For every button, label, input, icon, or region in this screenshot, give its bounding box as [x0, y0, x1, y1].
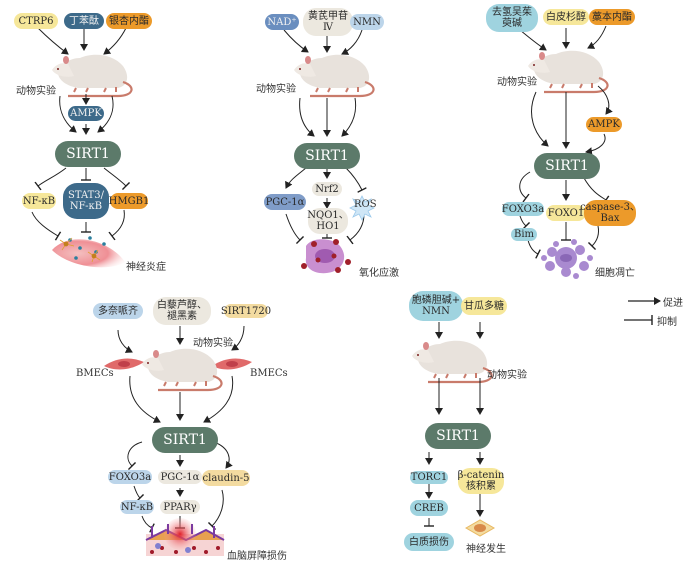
- target-foxo3a: FOXO3a: [501, 202, 545, 216]
- target-nfkb: NF-κB: [120, 500, 154, 514]
- rat-icon: [50, 53, 133, 98]
- target-stat3-nfkb: STAT3/ NF-κB: [63, 183, 109, 219]
- input-resveratrol-melatonin: 白藜芦醇、 褪黑素: [153, 297, 211, 325]
- panel-bbb: [104, 325, 252, 556]
- outcome-neuroinflammation: 神经炎症: [126, 262, 166, 273]
- target-hmgb1: HMGB1: [109, 193, 149, 209]
- bmecs-label-left: BMECs: [76, 368, 114, 379]
- rat-icon: [526, 49, 609, 94]
- panel-oxidative: [283, 29, 375, 274]
- animal-experiment-label: 动物实验: [256, 84, 296, 95]
- input-dehydroevodiamine: 去氢吴茱 萸碱: [486, 4, 538, 32]
- input-citicoline-nmn: 胞磷胆碱+ NMN: [409, 291, 463, 321]
- target-ppargamma: PPARγ: [160, 500, 200, 514]
- outcome-neurogenesis: 神经发生: [466, 544, 506, 555]
- outcome-apoptosis: 细胞凋亡: [595, 268, 635, 279]
- input-ctrp6: CTRP6: [14, 13, 58, 29]
- input-srt1720: SIRT1720: [220, 304, 272, 318]
- legend-promote-label: 促进: [663, 298, 683, 309]
- target-foxo3a: FOXO3a: [108, 470, 152, 484]
- outcome-white-matter-injury: 白质损伤: [404, 533, 454, 551]
- rat-icon: [140, 347, 223, 392]
- input-donepezil: 多奈哌齐: [93, 303, 143, 319]
- sirt1-node: SIRT1: [425, 423, 491, 449]
- animal-experiment-label: 动物实验: [497, 77, 537, 88]
- target-torc1: TORC1: [410, 471, 448, 484]
- animal-experiment-label: 动物实验: [16, 86, 56, 97]
- ros-burst-icon: [349, 195, 375, 221]
- panel-inflammation: [31, 27, 133, 268]
- input-piceatannol: 白皮杉醇: [543, 9, 589, 25]
- ampk-node: AMPK: [68, 106, 104, 121]
- target-foxo1: FOXO1: [546, 205, 586, 221]
- sirt1-node: SIRT1: [534, 153, 600, 179]
- rat-icon: [410, 339, 493, 384]
- inflammation-tissue-icon: [52, 239, 125, 268]
- input-nad: NAD⁺: [265, 14, 299, 30]
- animal-experiment-label: 动物实验: [487, 370, 527, 381]
- sirt1-node: SIRT1: [152, 427, 218, 453]
- rat-icon: [292, 53, 375, 98]
- target-nrf2: Nrf2: [312, 182, 342, 196]
- outcome-bbb-damage: 血脑屏障损伤: [227, 551, 287, 562]
- panel-white-matter: [410, 322, 496, 537]
- target-creb: CREB: [410, 500, 448, 516]
- panel-apoptosis: [519, 25, 613, 279]
- input-ginkgolide: 银杏内酯: [106, 13, 152, 29]
- target-claudin5: claudin-5: [202, 470, 250, 486]
- sirt1-node: SIRT1: [55, 141, 121, 167]
- input-astragaloside: 黄芪甲苷 Ⅳ: [303, 8, 353, 36]
- target-pgc1a: PGC-1α: [158, 470, 202, 484]
- outcome-oxidative-stress: 氧化应激: [359, 268, 399, 279]
- bmecs-label-right: BMECs: [250, 368, 288, 379]
- animal-experiment-label: 动物实验: [193, 338, 233, 349]
- input-nmn: NMN: [350, 14, 384, 30]
- legend: [624, 297, 661, 325]
- target-pgc1a: PGC-1α: [264, 194, 306, 210]
- target-caspase3-bax: caspase-3、 Bax: [580, 200, 640, 226]
- bbb-tissue-icon: [145, 518, 225, 556]
- legend-inhibit-label: 抑制: [657, 317, 677, 328]
- sirt1-node: SIRT1: [294, 143, 360, 169]
- input-ligustilide: 藁本内酯: [589, 9, 635, 25]
- input-polysaccharide: 甘瓜多糖: [461, 297, 507, 315]
- target-nfkb: NF-κB: [22, 193, 56, 209]
- target-beta-catenin: β-catenin 核积累: [457, 468, 505, 494]
- target-bim: Bim: [511, 228, 537, 241]
- input-dl3nb: 丁苯酞: [64, 13, 104, 29]
- ampk-node: AMPK: [586, 117, 622, 132]
- target-nqo1-ho1: NQO1、 HO1: [307, 208, 349, 234]
- target-ros: ROS: [354, 199, 377, 210]
